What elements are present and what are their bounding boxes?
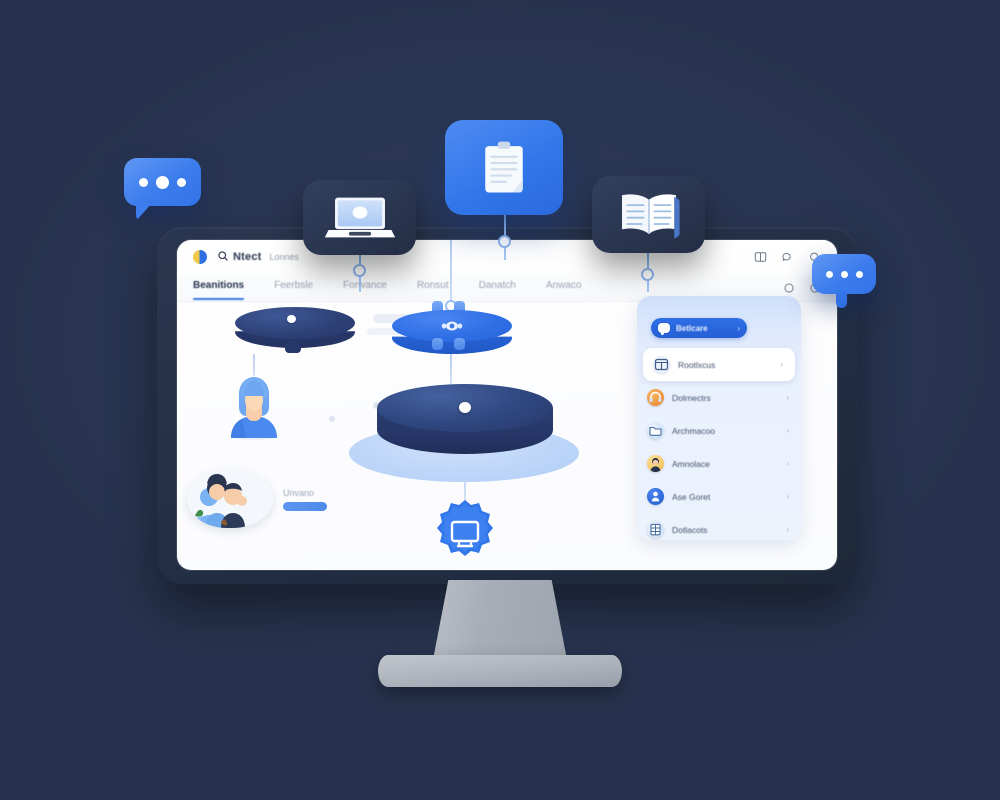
circle-outline-icon[interactable] [783, 282, 795, 294]
brand-logo-icon[interactable] [193, 250, 207, 264]
card-laptop[interactable] [303, 180, 416, 255]
card-book[interactable] [592, 176, 705, 253]
typing-dot [177, 177, 186, 187]
tab-beanitions[interactable]: Beanitions [193, 280, 245, 300]
user-badge-icon [647, 488, 664, 505]
group-label: Unvano [283, 488, 315, 498]
node-cylinder[interactable] [377, 384, 553, 456]
tab-forwance[interactable]: Forwance [343, 279, 387, 291]
brand-subtitle: Lonnes [269, 252, 300, 262]
book-open-icon[interactable] [754, 251, 767, 263]
chat-bubble-right-tail [836, 291, 847, 308]
node-avatar[interactable] [219, 374, 289, 440]
chat-bubble-left[interactable] [124, 158, 201, 206]
building-icon [647, 521, 664, 538]
list-item-label: Dolrnectrs [672, 392, 711, 403]
connector-line [253, 354, 255, 376]
side-panel-header-label: Betlcare [676, 323, 708, 333]
node-monitor-badge[interactable] [429, 498, 501, 566]
laptop-icon [324, 197, 395, 237]
card-document[interactable] [445, 120, 563, 215]
chevron-right-icon: › [780, 360, 783, 369]
connector-line [450, 354, 452, 390]
gear-icon [439, 319, 465, 333]
monitor-stand-neck [432, 580, 568, 665]
chevron-right-icon: › [786, 426, 789, 435]
monitor-icon [450, 520, 480, 548]
floating-capsule [367, 328, 401, 335]
floating-dot [329, 416, 335, 422]
list-item-label: Rootlxcus [678, 359, 716, 370]
list-item-dolrnectrs[interactable]: Dolrnectrs › [637, 381, 801, 414]
list-item-label: Amnolace [672, 458, 710, 469]
typing-dot [156, 175, 169, 189]
list-item-label: Archmacoo [672, 425, 715, 436]
tab-feerbsle[interactable]: Feerbsle [274, 279, 314, 291]
headset-icon [647, 389, 664, 406]
connector-line [464, 480, 466, 508]
list-item-ase-goret[interactable]: Ase Goret › [637, 480, 801, 513]
search-icon[interactable] [217, 250, 229, 265]
book-icon [621, 193, 680, 238]
chevron-right-icon: › [786, 459, 789, 468]
chat-bubble-left-tail [136, 203, 152, 221]
chat-bubble-icon[interactable] [781, 251, 794, 263]
chevron-right-icon: › [786, 393, 789, 402]
node-dark-disc[interactable] [235, 307, 355, 353]
tab-danatch[interactable]: Danatch [478, 279, 516, 291]
list-item-label: Ase Goret [672, 491, 711, 502]
list-item-archmacoo[interactable]: Archmacoo › [637, 414, 801, 447]
document-icon [485, 141, 523, 193]
typing-dot [139, 177, 148, 187]
list-item-amnolace[interactable]: Amnolace › [637, 447, 801, 480]
side-panel-list: Rootlxcus › Dolrnectrs › [637, 348, 801, 540]
connector-main [450, 240, 452, 322]
card-node [498, 235, 511, 248]
monitor-screen: Ntect Lonnes [177, 240, 837, 570]
topbar-icon-group [754, 251, 821, 263]
side-panel-header-button[interactable]: Betlcare › [651, 318, 747, 338]
typing-dot [840, 270, 848, 278]
card-node [641, 268, 654, 281]
node-blue-disc[interactable] [392, 301, 512, 356]
list-item-rootlxcus[interactable]: Rootlxcus › [643, 348, 795, 381]
cylinder-node-icon [459, 402, 471, 413]
chevron-right-icon: › [786, 525, 789, 534]
floating-dot [373, 402, 380, 409]
folder-icon [647, 422, 664, 439]
brand-name: Ntect [233, 251, 262, 263]
tab-anwaco[interactable]: Anwaco [545, 279, 582, 291]
diagram-canvas: Unvano [177, 240, 837, 570]
chat-square-icon [658, 323, 670, 333]
disc-knob-icon [287, 315, 296, 323]
tab-ronsut[interactable]: Ronsut [416, 279, 449, 291]
side-panel: Betlcare › Rootlxcus › [637, 296, 801, 540]
group-photo[interactable] [187, 470, 273, 528]
chevron-right-icon: › [786, 492, 789, 501]
list-item-dotlacots[interactable]: Dotlacots › [637, 513, 801, 540]
floating-capsule [373, 314, 411, 323]
window-icon [653, 356, 670, 373]
list-item-label: Dotlacots [672, 524, 708, 535]
typing-dot [855, 270, 863, 278]
group-action-button[interactable] [283, 502, 327, 511]
chat-bubble-right[interactable] [812, 254, 876, 294]
monitor-stand-base [378, 655, 622, 687]
card-node [353, 264, 366, 277]
person-photo-icon [647, 455, 664, 472]
chevron-right-icon: › [737, 323, 740, 333]
typing-dot [825, 270, 833, 278]
